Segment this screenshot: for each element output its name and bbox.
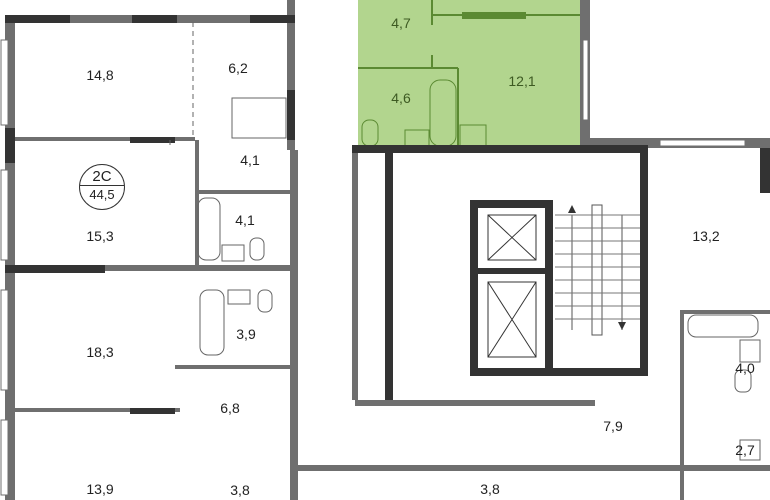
room-area: 14,8 [86,67,114,83]
apartment-total-area: 44,5 [80,185,124,203]
apartment-badge: 2С 44,5 [79,164,125,210]
room-area: 6,8 [220,400,240,416]
room-area: 2,7 [735,442,755,458]
room-area: 4,1 [235,212,255,228]
room-area: 6,2 [228,60,248,76]
room-area: 13,2 [692,228,720,244]
room-area: 4,6 [391,90,411,106]
room-area: 4,7 [391,15,411,31]
room-area: 3,8 [230,482,250,498]
room-area: 15,3 [86,228,114,244]
room-area: 12,1 [508,73,536,89]
room-area: 7,9 [603,418,623,434]
room-area: 3,8 [480,481,500,497]
room-area: 18,3 [86,344,114,360]
room-area: 13,9 [86,481,114,497]
room-area: 4,0 [735,360,755,376]
room-area: 3,9 [236,326,256,342]
apartment-type: 2С [92,168,112,185]
room-area: 4,1 [240,152,260,168]
